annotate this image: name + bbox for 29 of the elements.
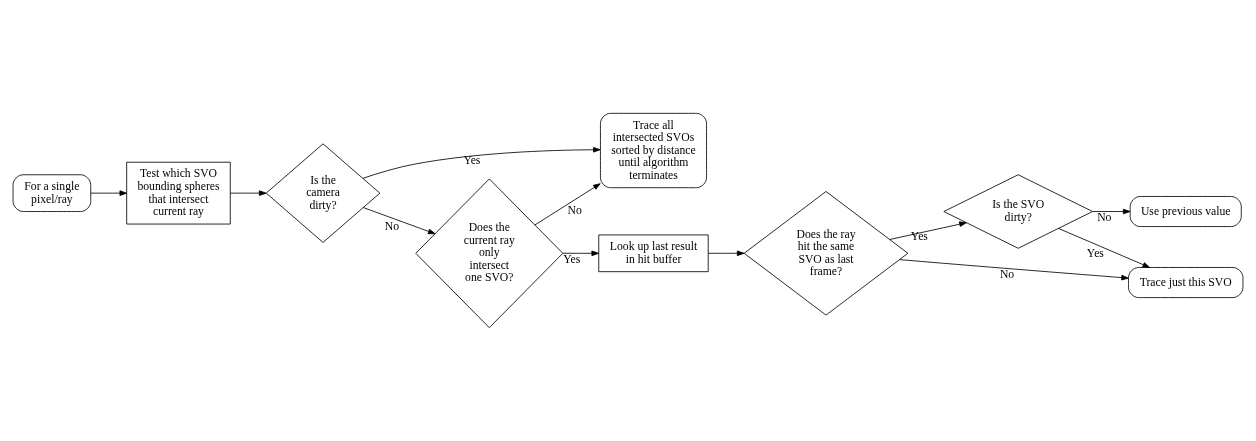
- arrow: [899, 259, 1129, 281]
- node-box: Trace just this SVO: [1128, 267, 1244, 298]
- edge-label: No: [999, 268, 1015, 282]
- edge-label: Yes: [910, 230, 928, 244]
- arrow: [707, 250, 745, 257]
- edge-label: No: [567, 203, 582, 217]
- node-box: Test which SVO bounding spheres that intersect current ray: [126, 161, 231, 225]
- edge-label: Yes: [1086, 247, 1104, 261]
- arrow: [90, 190, 127, 196]
- arrow: [1092, 208, 1131, 215]
- arrow: [230, 190, 267, 196]
- arrow: [362, 147, 601, 179]
- arrow: [889, 221, 967, 240]
- node-diamond: Is the camera dirty?: [265, 143, 381, 243]
- arrow: [562, 250, 599, 257]
- node-diamond: Is the SVO dirty?: [943, 174, 1093, 249]
- node-box: Look up last result in hit buffer: [598, 234, 709, 273]
- arrow: [534, 183, 601, 226]
- arrow: [1058, 228, 1151, 268]
- node-diamond: Does the ray hit the same SVO as last frame?: [743, 191, 909, 316]
- edge-label: No: [1097, 210, 1112, 224]
- edge-label: Yes: [463, 154, 481, 168]
- edge-label: Yes: [563, 252, 581, 266]
- node-box: For a single pixel/ray: [12, 174, 92, 212]
- node-box: Use previous value: [1129, 196, 1242, 227]
- arrow: [362, 207, 436, 235]
- edge-label: No: [384, 219, 400, 233]
- node-diamond: Does the current ray only intersect one SVO?: [415, 178, 564, 329]
- node-box: Trace all intersected SVOs sorted by distance until algorithm terminates: [600, 112, 707, 189]
